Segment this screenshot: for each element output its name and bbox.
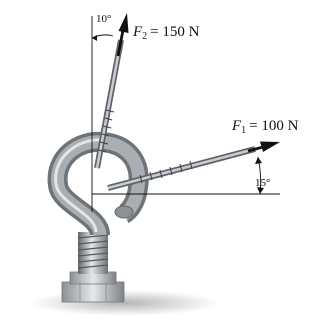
cable-icon xyxy=(94,39,124,169)
force-label-f1: F1= 100 N xyxy=(231,118,299,136)
eyebolt-shank xyxy=(77,232,109,274)
hexnut-icon xyxy=(61,271,125,303)
f2-symbol: F xyxy=(132,24,143,40)
force-label-f2: F2= 150 N xyxy=(132,24,200,42)
angle-arc-10 xyxy=(91,34,114,41)
angle-arc-15 xyxy=(255,156,264,195)
f2-subscript: 2 xyxy=(142,31,147,42)
ground-shadow xyxy=(30,290,220,316)
f2-value: = 150 N xyxy=(150,24,199,40)
angle-label-f1: 15° xyxy=(255,177,270,189)
angle-label-f2: 10° xyxy=(96,13,111,25)
f1-subscript: 1 xyxy=(241,125,246,136)
cable-icon xyxy=(107,146,256,191)
f1-symbol: F xyxy=(231,118,242,134)
eyebolt-icon xyxy=(47,131,149,237)
force-arrow-f1 xyxy=(247,141,280,153)
force-arrow-f2 xyxy=(116,13,129,57)
f1-value: = 100 N xyxy=(249,118,298,134)
